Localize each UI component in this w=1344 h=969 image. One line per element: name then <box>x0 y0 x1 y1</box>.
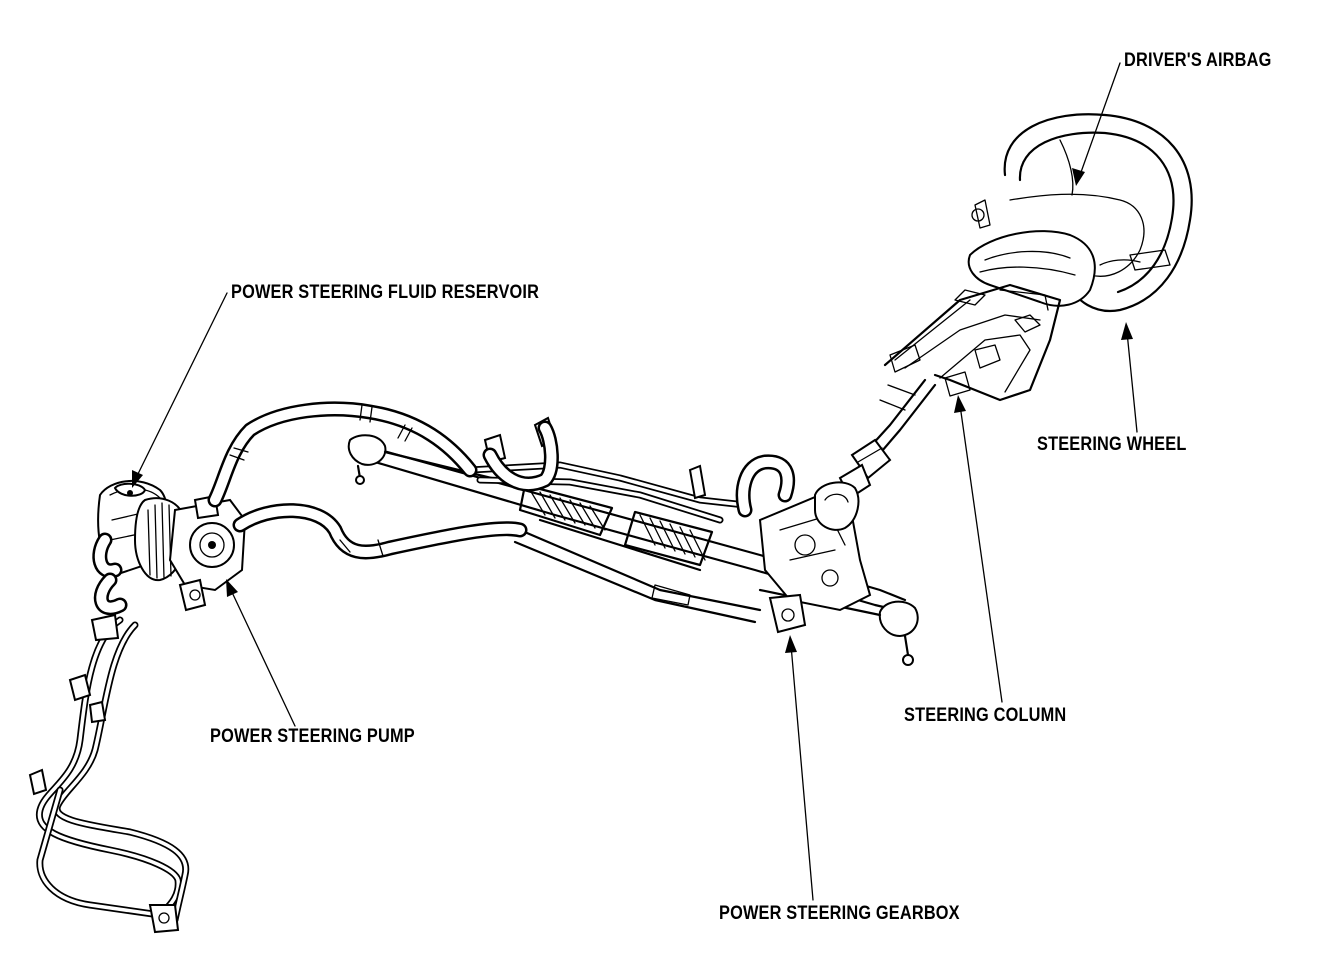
cooler-lines-drawing <box>28 613 190 934</box>
steering-wheel-drawing <box>1003 113 1193 313</box>
hoses-drawing <box>207 401 559 560</box>
label-power-steering-gearbox: POWER STEERING GEARBOX <box>719 903 960 924</box>
leader-arrows <box>132 62 1138 901</box>
label-steering-wheel: STEERING WHEEL <box>1037 434 1187 455</box>
pump-and-reservoir-drawing <box>92 479 247 616</box>
label-power-steering-pump: POWER STEERING PUMP <box>210 726 415 747</box>
label-power-steering-fluid-reservoir: POWER STEERING FLUID RESERVOIR <box>231 282 540 303</box>
label-drivers-airbag: DRIVER'S AIRBAG <box>1124 50 1272 71</box>
airbag-and-column-cover <box>967 199 1096 307</box>
steering-column-drawing <box>838 283 1062 500</box>
rack-boot-right <box>623 510 714 567</box>
rack-boot-left <box>518 483 614 537</box>
label-steering-column: STEERING COLUMN <box>904 705 1067 726</box>
steering-gearbox-drawing <box>347 416 919 666</box>
